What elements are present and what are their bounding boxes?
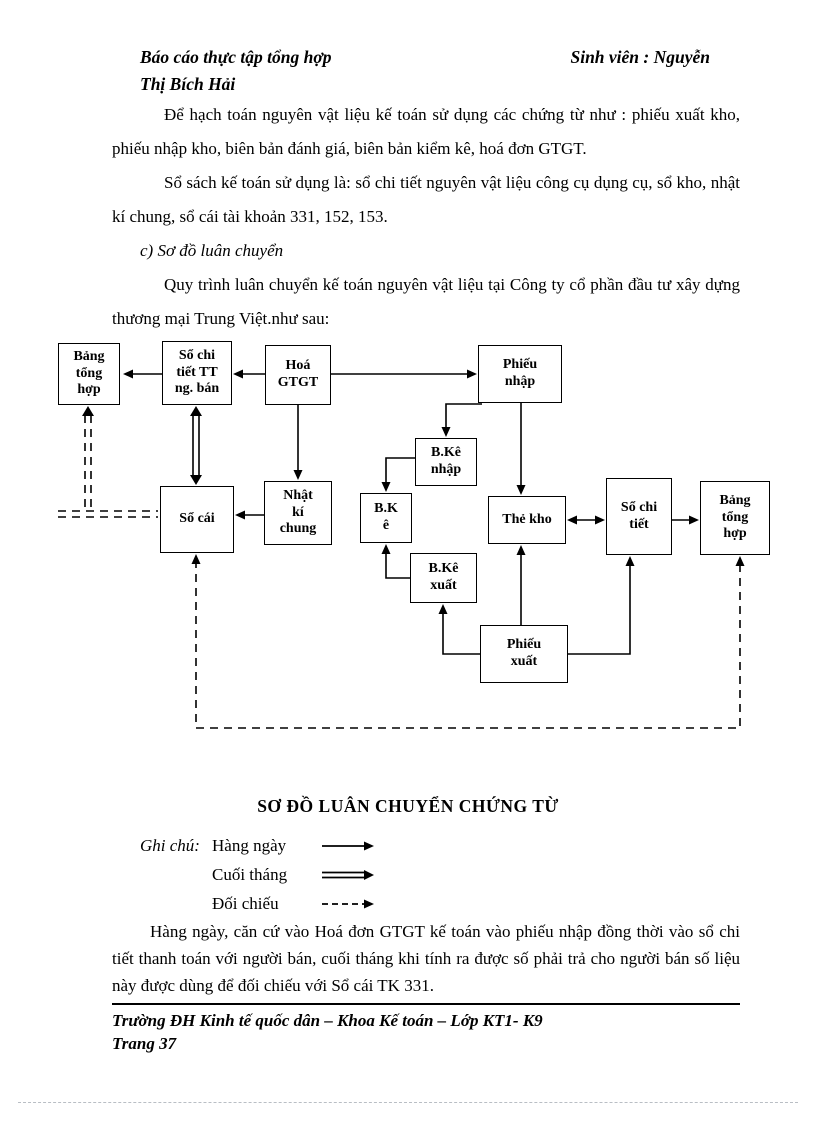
paragraph-process: Quy trình luân chuyển kế toán nguyên vật…: [112, 275, 740, 328]
dashed-arrow-icon: [322, 899, 374, 908]
double-line-arrow-icon: [322, 869, 374, 880]
reconciliation-dashed-arrows: [58, 415, 741, 729]
diagram-box-bang-ke-xuat: B.Kê xuất: [410, 553, 477, 603]
diagram-box-phieu-xuat: Phiếu xuất: [480, 625, 568, 683]
diagram-title: SƠ ĐỒ LUÂN CHUYỂN CHỨNG TỪ: [257, 796, 559, 816]
arrowheads: [82, 369, 745, 614]
legend-item-daily: Hàng ngày: [212, 835, 287, 855]
diagram-box-bang-tong-hop-left: Bảng tổng hợp: [58, 343, 120, 405]
diagram-box-nhat-ki-chung: Nhật kí chung: [264, 481, 332, 545]
diagram-box-bang-ke: B.K ê: [360, 493, 412, 543]
page-footer: Trường ĐH Kinh tế quốc dân – Khoa Kế toá…: [112, 1003, 740, 1055]
legend: Ghi chú: Hàng ngày Cuối tháng Đối chiếu: [140, 831, 816, 918]
footer-page-number: Trang 37: [112, 1034, 177, 1053]
diagram-box-bang-tong-hop-right: Bảng tổng hợp: [700, 481, 770, 555]
legend-item-monthly: Cuối tháng: [212, 864, 288, 884]
paragraph-explanation: Hàng ngày, căn cứ vào Hoá đơn GTGT kế to…: [112, 922, 740, 995]
diagram-box-so-cai: Sổ cái: [160, 486, 234, 553]
flow-diagram: Bảng tổng hợp Sổ chi tiết TT ng. bán Hoá…: [0, 338, 816, 763]
daily-flow-arrows: [132, 373, 690, 655]
diagram-box-so-chi-tiet: Sổ chi tiết: [606, 478, 672, 555]
student-label: Sinh viên : Nguyễn: [570, 47, 710, 67]
diagram-box-phieu-nhap: Phiếu nhập: [478, 345, 562, 403]
legend-item-reconcile: Đối chiếu: [212, 893, 279, 913]
diagram-box-the-kho: Thẻ kho: [488, 496, 566, 544]
page-header: Báo cáo thực tập tổng hợp Sinh viên : Ng…: [112, 44, 740, 98]
legend-row-reconcile: Đối chiếu: [140, 889, 816, 918]
page-bottom-edge: [18, 1102, 798, 1103]
diagram-arrows-layer: [58, 369, 745, 729]
student-name: Thị Bích Hải: [140, 74, 236, 94]
diagram-box-hoa-gtgt: Hoá GTGT: [265, 345, 331, 405]
solid-arrow-icon: [322, 841, 374, 850]
legend-label: Ghi chú:: [140, 835, 200, 855]
diagram-box-so-chi-tiet-tt: Sổ chi tiết TT ng. bán: [162, 341, 232, 405]
legend-row-monthly: Cuối tháng: [140, 860, 816, 889]
diagram-box-bang-ke-nhap: B.Kê nhập: [415, 438, 477, 486]
legend-row-daily: Ghi chú: Hàng ngày: [140, 831, 816, 860]
paragraph-documents: Để hạch toán nguyên vật liệu kế toán sử …: [112, 105, 740, 158]
footer-school-line: Trường ĐH Kinh tế quốc dân – Khoa Kế toá…: [112, 1011, 543, 1030]
section-heading-c: c) Sơ đồ luân chuyển: [140, 241, 284, 260]
report-title: Báo cáo thực tập tổng hợp: [140, 47, 332, 67]
paragraph-books: Sổ sách kế toán sử dụng là: sổ chi tiết …: [112, 173, 740, 226]
